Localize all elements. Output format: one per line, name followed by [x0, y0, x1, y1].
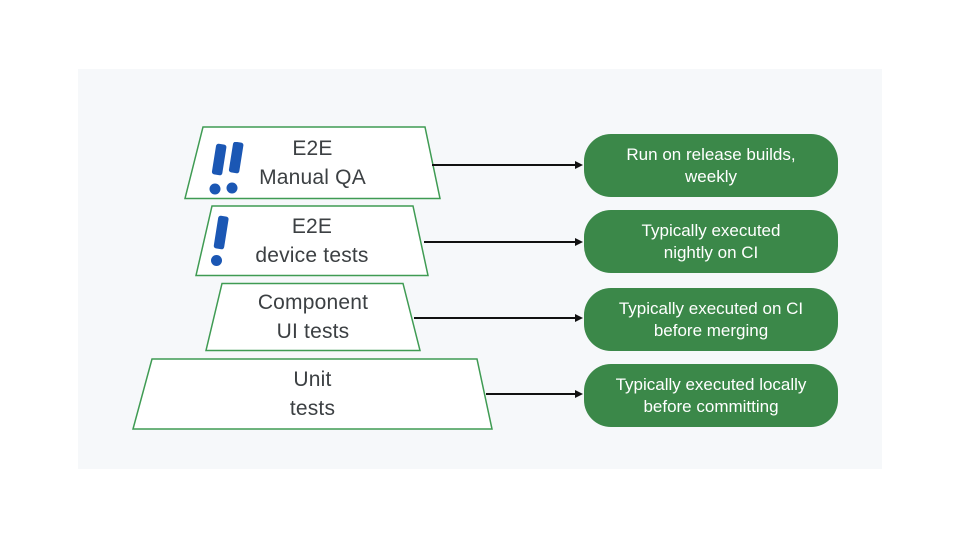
trapezoid-label-line1: E2E	[291, 215, 333, 238]
diagram-panel: E2E Manual QA Run on release builds, wee…	[78, 69, 882, 469]
arrow-connector	[414, 317, 576, 319]
trapezoid-label-line2: UI tests	[276, 320, 350, 343]
trapezoid-label-line2: Manual QA	[259, 166, 366, 189]
note-line1: Typically executed locally	[615, 374, 807, 394]
note-nightly-on-ci: Typically executed nightly on CI	[584, 210, 838, 273]
note-line1: Typically executed	[641, 220, 781, 240]
note-line2: before merging	[653, 320, 769, 340]
note-locally-before-committing: Typically executed locally before commit…	[584, 364, 838, 427]
trapezoid-shape	[184, 126, 441, 200]
trapezoid-label-line2: tests	[289, 397, 336, 420]
note-run-on-release-builds: Run on release builds, weekly	[584, 134, 838, 197]
arrowhead-icon	[575, 237, 583, 246]
trapezoid-shape	[205, 282, 421, 352]
arrowhead-icon	[575, 313, 583, 322]
trapezoid-e2e-device-tests: E2E device tests	[194, 205, 430, 277]
trapezoid-shape	[195, 205, 429, 277]
note-line2: before committing	[643, 396, 779, 416]
trapezoid-label: Component UI tests	[204, 282, 422, 352]
note-line2: nightly on CI	[663, 242, 759, 262]
trapezoid-shape	[132, 358, 493, 430]
arrowhead-icon	[575, 389, 583, 398]
arrow-connector	[432, 164, 576, 166]
trapezoid-label-line2: device tests	[255, 244, 369, 267]
trapezoid-label: Unit tests	[131, 357, 494, 431]
trapezoid-component-ui-tests: Component UI tests	[204, 282, 422, 352]
trapezoid-e2e-manual-qa: E2E Manual QA	[183, 126, 442, 200]
arrow-connector	[424, 241, 576, 243]
exclamation-icon	[211, 215, 229, 266]
trapezoid-label-line1: E2E	[292, 137, 333, 160]
trapezoid-label: E2E device tests	[194, 205, 430, 277]
double-exclamation-icon	[209, 142, 244, 195]
note-line1: Run on release builds,	[626, 144, 796, 164]
trapezoid-label: E2E Manual QA	[183, 126, 442, 200]
note-line2: weekly	[685, 166, 737, 186]
note-ci-before-merging: Typically executed on CI before merging	[584, 288, 838, 351]
arrow-connector	[486, 393, 576, 395]
trapezoid-label-line1: Component	[257, 291, 369, 314]
arrowhead-icon	[575, 160, 583, 169]
note-line1: Typically executed on CI	[618, 298, 804, 318]
trapezoid-unit-tests: Unit tests	[131, 357, 494, 431]
trapezoid-label-line1: Unit	[293, 368, 332, 391]
